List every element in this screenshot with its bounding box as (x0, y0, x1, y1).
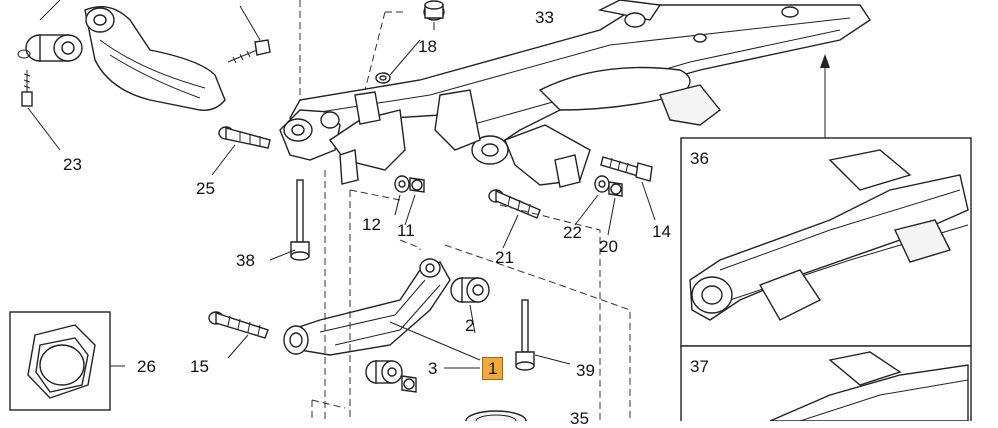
bolt-14 (600, 156, 653, 182)
nut-20 (608, 181, 623, 197)
callout-38: 38 (236, 251, 255, 270)
right-bracket (434, 89, 591, 188)
bolt-15 (208, 311, 269, 339)
assembly-dash-lines (299, 0, 631, 421)
lower-control-arm (283, 258, 451, 356)
bolt-25 (218, 126, 271, 149)
washer-22 (594, 175, 610, 193)
callout-2: 2 (465, 316, 475, 335)
bolt-39 (515, 299, 535, 371)
bushing-left (17, 34, 83, 62)
callout-18: 18 (418, 37, 437, 56)
detail-box-37 (680, 345, 972, 421)
callout-12: 12 (362, 215, 381, 234)
callout-35: 35 (570, 409, 589, 428)
arrow-to-crossmember (820, 54, 830, 138)
bushing-3 (365, 360, 403, 384)
upper-left-arm-assembly (84, 6, 226, 111)
callout-14: 14 (652, 222, 671, 241)
bolt-21 (488, 189, 541, 219)
bolt-23 (21, 70, 33, 107)
bolt-18 (423, 0, 445, 30)
detail-box-26 (9, 311, 111, 411)
callout-11: 11 (397, 221, 415, 240)
washer-12 (394, 175, 410, 193)
callout-21: 21 (495, 248, 514, 267)
leader-lines (27, 0, 656, 369)
bolt-upper-arm (227, 39, 271, 64)
nut-under-18 (375, 72, 391, 84)
left-bracket (279, 91, 406, 185)
callout-22: 22 (563, 223, 582, 242)
callout-20: 20 (599, 237, 618, 256)
callout-23: 23 (63, 155, 82, 174)
callout-1[interactable]: 1 (482, 357, 504, 380)
rear-crossmember (289, 0, 871, 151)
bushing-2 (450, 277, 490, 303)
callout-33: 33 (535, 8, 554, 27)
nut-lower (401, 375, 417, 393)
nut-11 (409, 177, 425, 193)
callout-25: 25 (196, 179, 215, 198)
part-35 (465, 410, 527, 421)
callout-36: 36 (690, 149, 709, 168)
callout-37: 37 (690, 357, 709, 376)
detail-box-36 (680, 137, 972, 347)
bolt-38 (290, 179, 310, 261)
callout-26: 26 (137, 357, 156, 376)
callout-3: 3 (428, 359, 438, 378)
callout-15: 15 (190, 357, 209, 376)
callout-39: 39 (576, 361, 595, 380)
